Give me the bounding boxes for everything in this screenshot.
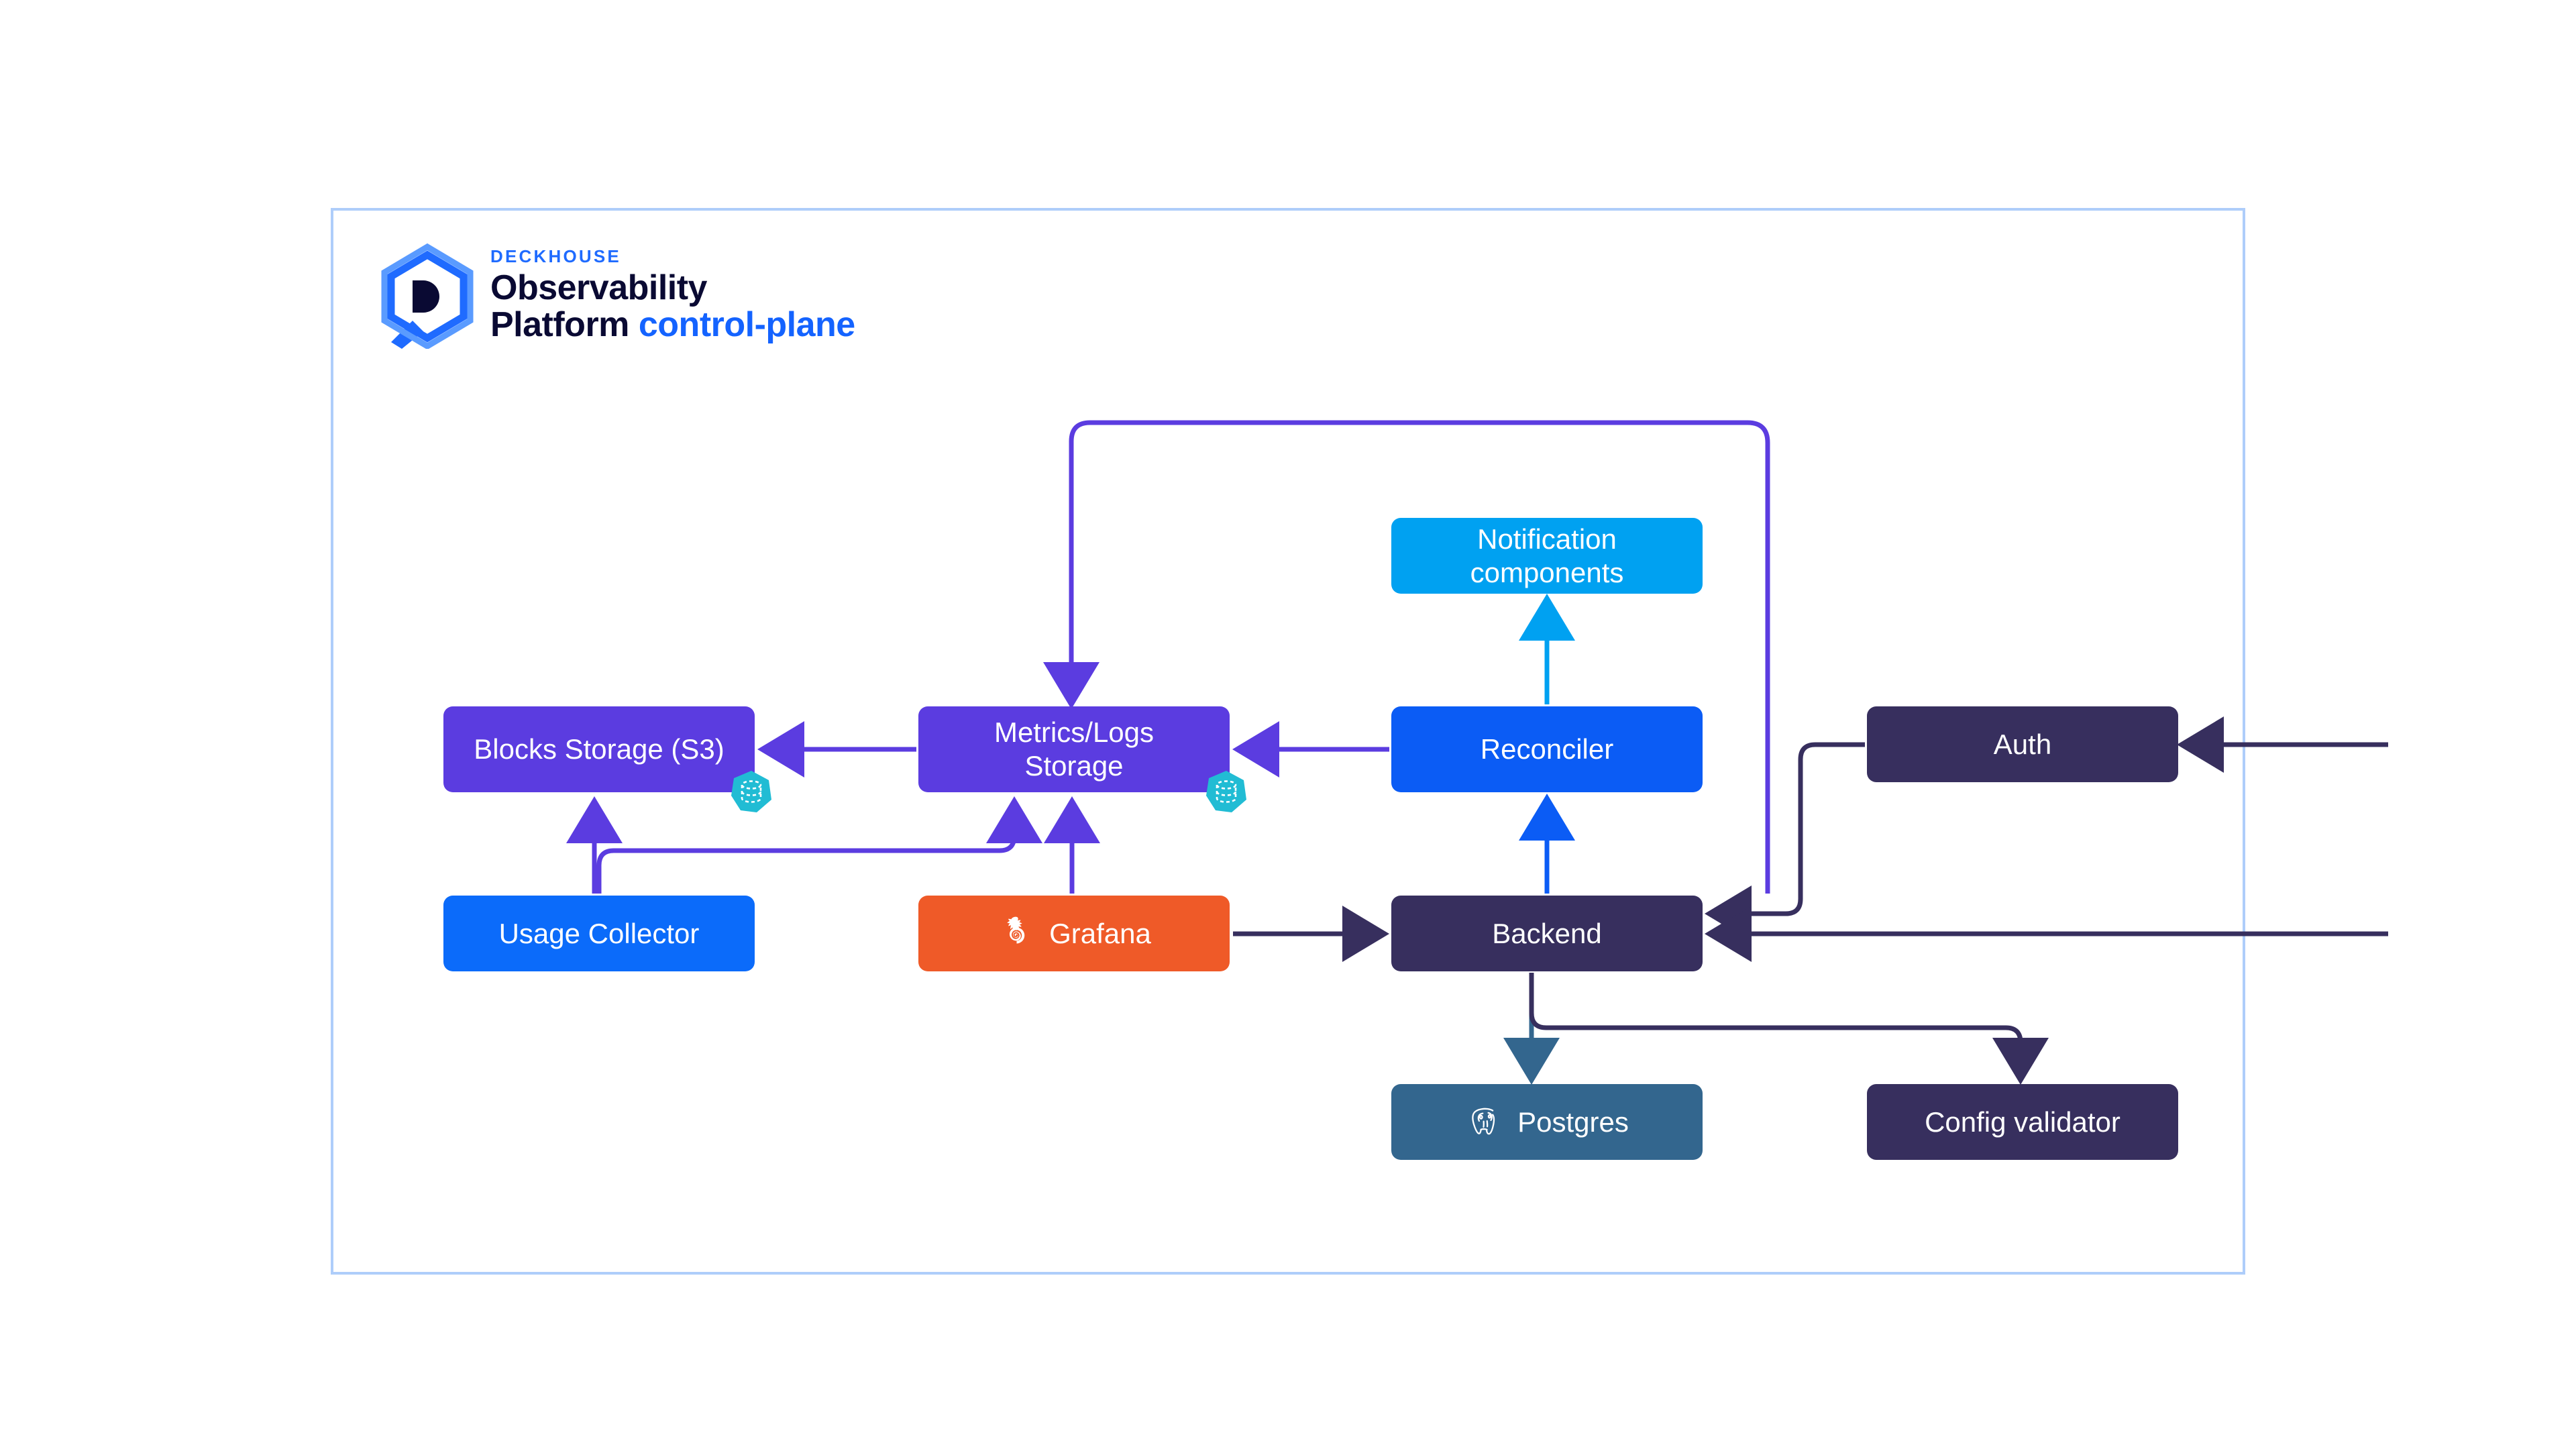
diagram-frame	[331, 208, 2245, 1275]
edge-backend-to-config-validator	[1529, 973, 2049, 1085]
node-config-validator[interactable]: Config validator	[1867, 1084, 2178, 1160]
edge-usage-to-metrics	[596, 796, 1042, 894]
grafana-icon	[997, 915, 1034, 953]
node-auth[interactable]: Auth	[1867, 706, 2178, 782]
postgres-icon	[1465, 1104, 1503, 1141]
node-postgres-label: Postgres	[1517, 1106, 1629, 1138]
deckhouse-hexagon-logo-icon	[371, 241, 478, 350]
node-backend[interactable]: Backend	[1391, 896, 1703, 971]
node-config-validator-label: Config validator	[1925, 1106, 2121, 1138]
node-blocks-storage[interactable]: Blocks Storage (S3)	[443, 706, 755, 792]
logo-kicker: DECKHOUSE	[490, 246, 621, 266]
node-postgres[interactable]: Postgres	[1391, 1084, 1703, 1160]
node-reconciler-label: Reconciler	[1480, 733, 1614, 765]
node-usage-collector[interactable]: Usage Collector	[443, 896, 755, 971]
node-grafana[interactable]: Grafana	[918, 896, 1230, 971]
product-logo: DECKHOUSE Observability Platform control…	[371, 241, 855, 350]
edge-auth-to-backend	[1705, 742, 1865, 942]
node-blocks-storage-label: Blocks Storage (S3)	[474, 733, 724, 765]
logo-accent-text: control-plane	[638, 305, 855, 345]
node-auth-label: Auth	[1993, 728, 2052, 760]
node-reconciler[interactable]: Reconciler	[1391, 706, 1703, 792]
node-backend-label: Backend	[1492, 917, 1602, 949]
node-notification-components[interactable]: Notification components	[1391, 518, 1703, 594]
edge-backend-to-metrics-loop	[1043, 420, 1770, 894]
logo-line-2-text: Platform	[490, 305, 629, 345]
node-metrics-logs-storage[interactable]: Metrics/Logs Storage	[918, 706, 1230, 792]
logo-line-1: Observability	[490, 268, 707, 308]
node-notification-components-label: Notification components	[1470, 523, 1624, 588]
logo-line-2: Platform control-plane	[490, 307, 855, 343]
node-usage-collector-label: Usage Collector	[498, 917, 700, 949]
node-metrics-logs-storage-label: Metrics/Logs Storage	[994, 716, 1155, 782]
node-grafana-label: Grafana	[1049, 917, 1151, 949]
